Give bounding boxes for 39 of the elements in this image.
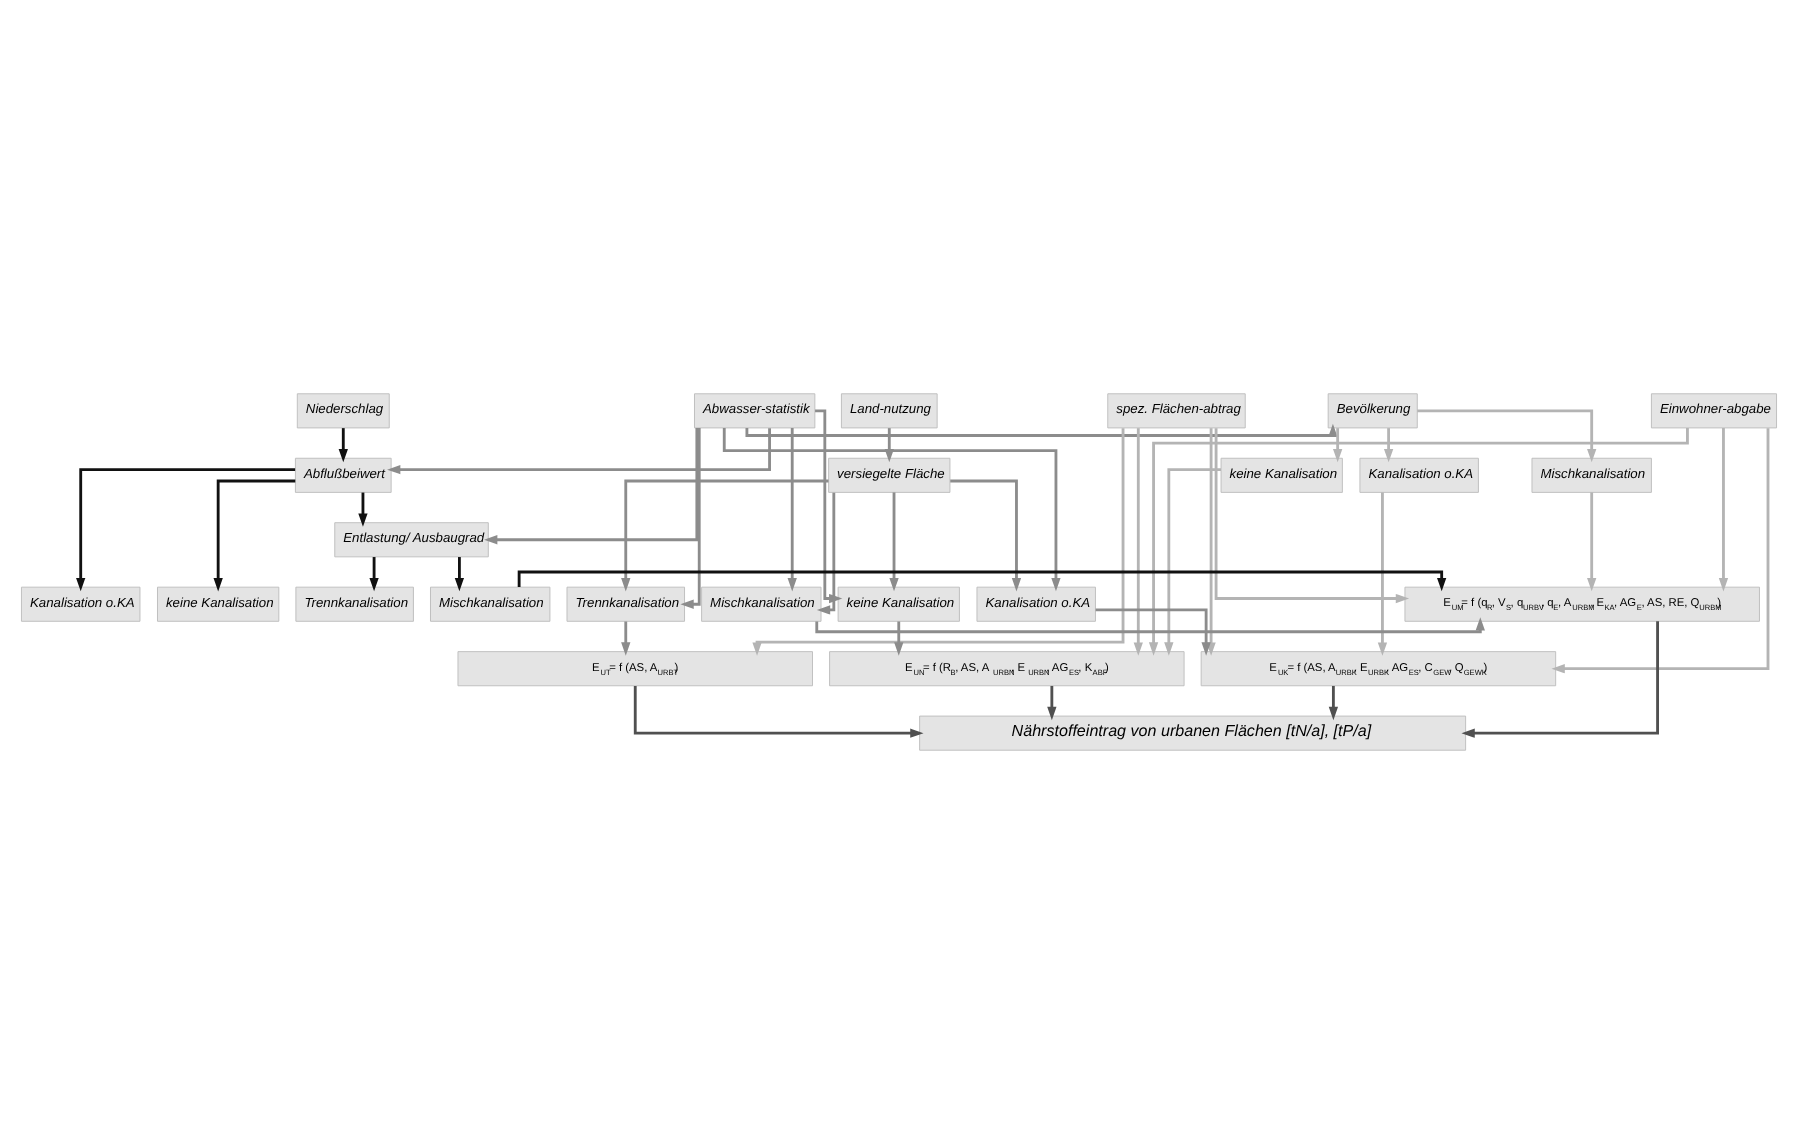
arrow (787, 427, 797, 591)
arrow (633, 684, 924, 737)
arrow (213, 478, 296, 591)
arrow (1377, 491, 1388, 655)
arrow (889, 491, 899, 591)
arrow (1417, 408, 1597, 462)
arrow (76, 467, 296, 591)
arrow (358, 491, 368, 526)
arrow (484, 426, 699, 544)
arrow (680, 427, 701, 608)
arrow (894, 620, 904, 655)
arrow (1164, 467, 1221, 655)
arrow (1551, 427, 1770, 673)
arrow (1383, 427, 1394, 462)
arrow (338, 427, 348, 462)
arrow (621, 620, 631, 655)
arrow (815, 616, 1485, 633)
arrow (1206, 427, 1216, 655)
arrow (722, 426, 1061, 591)
arrow (1587, 491, 1597, 591)
arrow (1133, 427, 1143, 655)
arrow (816, 491, 836, 614)
arrow (369, 556, 379, 591)
arrow (752, 427, 1125, 655)
arrow (621, 478, 829, 591)
arrow (387, 427, 771, 474)
arrow (454, 556, 465, 591)
arrow (745, 422, 1338, 436)
arrow (1148, 427, 1689, 655)
arrow (1328, 684, 1339, 720)
arrow (1718, 427, 1729, 591)
arrow (950, 478, 1022, 591)
arrow (1095, 607, 1211, 655)
arrow (1214, 427, 1410, 603)
arrow (517, 569, 1447, 591)
node-box: Nährstoffeintrag von urbanen Flächen [tN/a], [tP/a] (919, 714, 1467, 750)
arrow (1047, 684, 1057, 720)
arrow (1333, 427, 1343, 462)
arrow (1461, 620, 1659, 737)
